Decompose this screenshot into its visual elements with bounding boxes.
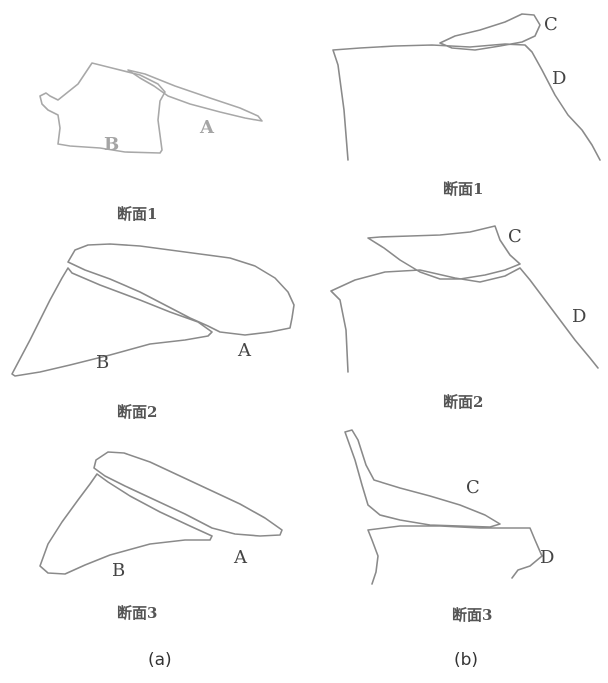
label-b: B [96,352,109,373]
section-title: 断面3 [117,602,157,623]
label-a: A [237,340,252,361]
label-a: A [233,547,248,568]
panel-b-section-2: C D [331,226,598,372]
fragment-b-outline [12,268,212,376]
section-title: 断面1 [443,178,483,199]
panel-a-section-3: B A [40,452,282,581]
wall-d-outline [331,268,598,372]
label-c: C [544,14,558,35]
label-d: D [572,306,586,327]
fragment-b-outline [40,474,212,574]
label-d: D [552,68,566,89]
fragment-b-outline [40,63,165,153]
wall-d-outline [368,526,542,584]
fragment-a-outline [128,70,262,121]
panel-caption: (a) [148,650,172,670]
section-title: 断面1 [117,203,157,224]
fragment-a-outline [68,244,294,335]
panel-b-section-3: C D [345,430,554,584]
panel-b-section-1: C D [333,14,600,160]
section-title: 断面3 [452,604,492,625]
label-c: C [508,226,522,247]
label-b: B [104,134,119,155]
label-b: B [112,560,125,581]
panel-a-section-1: B A [40,63,262,155]
label-a: A [199,117,215,138]
fragment-a-outline [94,452,282,536]
panel-caption: (b) [454,650,478,670]
section-title: 断面2 [443,391,483,412]
section-title: 断面2 [117,401,157,422]
label-c: C [466,477,480,498]
panel-a-section-2: B A [12,244,294,376]
wall-d-outline [333,44,600,160]
label-d: D [540,547,554,568]
